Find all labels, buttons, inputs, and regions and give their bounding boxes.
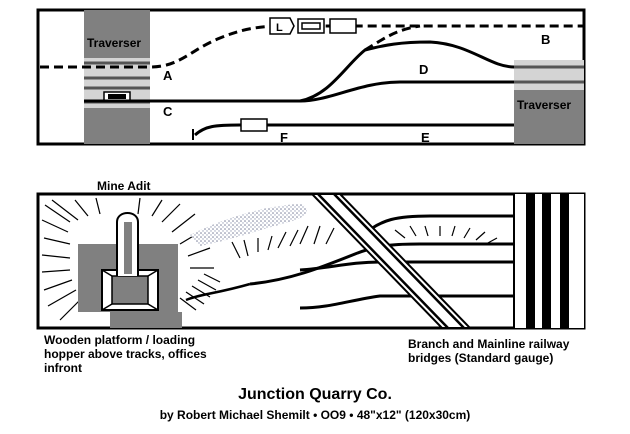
platform-caption: Wooden platform / loading hopper above t…: [44, 333, 207, 375]
platform-caption-line: infront: [44, 361, 82, 375]
bridges-caption: Branch and Mainline railway bridges (Sta…: [408, 337, 569, 365]
track-label-a: A: [163, 68, 173, 83]
track-label-f: F: [280, 130, 288, 145]
train-on-track-l: [269, 17, 357, 35]
track-d: [299, 40, 515, 103]
track-label-b: B: [541, 32, 550, 47]
track-d-dashed: [364, 24, 421, 52]
track-label-e: E: [421, 130, 430, 145]
layout-title: Junction Quarry Co.: [238, 386, 392, 403]
branch-line-bridge: [309, 193, 473, 329]
track-label-c: C: [163, 104, 173, 119]
bridges-caption-line: Branch and Mainline railway: [408, 337, 570, 351]
platform-caption-line: Wooden platform / loading: [44, 333, 196, 347]
headshunt-track: [185, 282, 251, 302]
quarry-track-upper: [249, 242, 514, 286]
layout-byline: by Robert Michael Shemilt • OO9 • 48"x12…: [159, 408, 471, 422]
traverser-right-deck: [514, 60, 584, 90]
quarry-track-upper-branch: [358, 214, 514, 240]
loading-hopper: [101, 269, 159, 311]
track-a-dashed: [40, 24, 584, 69]
bridges-caption-line: bridges (Standard gauge): [408, 351, 554, 365]
traverser-left-label: Traverser: [87, 36, 141, 50]
quarry-track-lower: [299, 294, 514, 310]
bottom-plan: [36, 192, 586, 330]
track-label-d: D: [419, 62, 428, 77]
offices-block: [110, 312, 182, 328]
quarry-face-hatching: [41, 197, 498, 321]
track-c-to-traverser: [299, 80, 514, 103]
top-plan: Traverser Traverser A B C D E F L: [36, 8, 586, 146]
track-label-l: L: [276, 22, 283, 34]
wagon-on-track-f: [240, 118, 268, 132]
mainline-bridge: [513, 194, 584, 328]
platform-caption-line: hopper above tracks, offices: [44, 347, 207, 361]
mine-adit-track: [124, 222, 132, 274]
spoil-stipple: [190, 204, 308, 246]
track-e: [193, 123, 514, 137]
mine-adit-label: Mine Adit: [97, 179, 151, 193]
traverser-right-label: Traverser: [517, 98, 571, 112]
